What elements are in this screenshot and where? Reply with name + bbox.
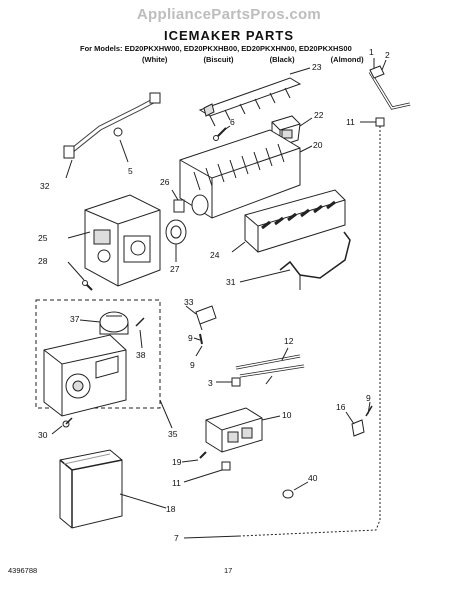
callout-33[interactable]: 33 bbox=[184, 297, 194, 307]
callout-9-b[interactable]: 9 bbox=[190, 360, 195, 370]
callout-7[interactable]: 7 bbox=[174, 533, 179, 543]
leader-5 bbox=[119, 139, 129, 163]
part-35-module-kit-outline[interactable] bbox=[35, 299, 161, 409]
leader-16 bbox=[345, 411, 355, 425]
document-number: 4396788 bbox=[8, 566, 38, 575]
part-24-bracket[interactable] bbox=[244, 189, 346, 253]
page-number: 17 bbox=[224, 566, 233, 575]
part-32-wire-harness[interactable] bbox=[63, 92, 161, 159]
part-25-control-housing[interactable] bbox=[84, 194, 161, 287]
leader-22 bbox=[299, 117, 313, 127]
leader-6 bbox=[223, 125, 231, 131]
callout-18[interactable]: 18 bbox=[166, 504, 176, 514]
callout-28[interactable]: 28 bbox=[38, 256, 48, 266]
part-40-grommet[interactable] bbox=[282, 489, 294, 499]
leader-24 bbox=[231, 241, 246, 253]
part-11-nut-upper[interactable] bbox=[375, 117, 385, 127]
part-19-screw[interactable] bbox=[199, 451, 207, 459]
part-2-clamp[interactable] bbox=[369, 65, 385, 79]
part-9-screw-a[interactable] bbox=[199, 333, 203, 345]
callout-12[interactable]: 12 bbox=[284, 336, 294, 346]
leader-2 bbox=[381, 59, 387, 71]
leader-33 bbox=[185, 305, 197, 315]
color-list: (White) (Biscuit) (Black) (Almond) bbox=[142, 55, 364, 64]
leader-5b bbox=[265, 375, 273, 385]
leader-12 bbox=[281, 347, 289, 361]
leader-18 bbox=[119, 493, 167, 509]
leader-26 bbox=[171, 189, 179, 201]
callout-27[interactable]: 27 bbox=[170, 264, 180, 274]
part-18-ice-bucket[interactable] bbox=[59, 449, 123, 529]
leader-9c bbox=[367, 401, 371, 415]
callout-24[interactable]: 24 bbox=[210, 250, 220, 260]
callout-20[interactable]: 20 bbox=[313, 140, 323, 150]
part-31-shutoff-arm[interactable] bbox=[279, 231, 351, 290]
callout-38[interactable]: 38 bbox=[136, 350, 146, 360]
part-26-coupling[interactable] bbox=[173, 199, 185, 213]
leader-32 bbox=[65, 159, 73, 179]
callout-30[interactable]: 30 bbox=[38, 430, 48, 440]
part-37-motor[interactable] bbox=[99, 311, 129, 335]
callout-31[interactable]: 31 bbox=[226, 277, 236, 287]
leader-23 bbox=[289, 67, 311, 75]
callout-1[interactable]: 1 bbox=[369, 47, 374, 57]
model-list: For Models: ED20PKXHW00, ED20PKXHB00, ED… bbox=[80, 44, 352, 53]
callout-numbers: 1 2 3 5 6 7 9 9 9 10 11 11 12 16 18 19 2… bbox=[38, 47, 390, 543]
leader-11b bbox=[183, 469, 223, 483]
callout-40[interactable]: 40 bbox=[308, 473, 318, 483]
callout-25[interactable]: 25 bbox=[38, 233, 48, 243]
part-28-screw[interactable] bbox=[82, 280, 93, 291]
callout-11-b[interactable]: 11 bbox=[172, 478, 181, 488]
leader-10 bbox=[261, 415, 281, 421]
callout-32[interactable]: 32 bbox=[40, 181, 50, 191]
leader-30 bbox=[51, 425, 63, 435]
callout-19[interactable]: 19 bbox=[172, 457, 182, 467]
callout-11-a[interactable]: 11 bbox=[346, 117, 355, 127]
callout-5[interactable]: 5 bbox=[128, 166, 133, 176]
part-23-ice-ejector[interactable] bbox=[198, 77, 302, 127]
callout-35[interactable]: 35 bbox=[168, 429, 178, 439]
part-33-clip[interactable] bbox=[195, 305, 217, 331]
callout-9-a[interactable]: 9 bbox=[188, 333, 193, 343]
leader-38 bbox=[139, 329, 143, 349]
part-1-fill-tube[interactable] bbox=[368, 71, 411, 110]
part-38-screw[interactable] bbox=[135, 317, 145, 327]
leader-19 bbox=[181, 459, 199, 463]
leader-28 bbox=[67, 261, 85, 281]
diagram-title: ICEMAKER PARTS bbox=[163, 28, 295, 43]
site-watermark: AppliancePartsPros.com bbox=[136, 6, 322, 23]
leader-35 bbox=[159, 399, 173, 429]
callout-6[interactable]: 6 bbox=[230, 117, 235, 127]
part-20-ice-mold[interactable] bbox=[179, 129, 301, 219]
callout-23[interactable]: 23 bbox=[312, 62, 322, 72]
leader-40 bbox=[293, 481, 309, 491]
leader-31 bbox=[239, 269, 291, 283]
callout-3[interactable]: 3 bbox=[208, 378, 213, 388]
callout-26[interactable]: 26 bbox=[160, 177, 170, 187]
callout-9-c[interactable]: 9 bbox=[366, 393, 371, 403]
part-30-screw[interactable] bbox=[62, 417, 73, 428]
callout-2[interactable]: 2 bbox=[385, 50, 390, 60]
part-27-gear[interactable] bbox=[165, 219, 187, 245]
leader-9b bbox=[195, 345, 203, 357]
part-10-water-valve[interactable] bbox=[205, 407, 263, 453]
part-35-module-plate[interactable] bbox=[43, 334, 127, 417]
part-3-nut[interactable] bbox=[231, 377, 241, 387]
leader-37 bbox=[79, 319, 101, 323]
part-16-clamp[interactable] bbox=[351, 419, 365, 437]
callout-16[interactable]: 16 bbox=[336, 402, 346, 412]
part-7-water-tube[interactable] bbox=[183, 118, 381, 539]
part-11-nut-lower[interactable] bbox=[221, 461, 231, 471]
callout-22[interactable]: 22 bbox=[314, 110, 324, 120]
part-12-tube[interactable] bbox=[235, 354, 305, 378]
leader-9a bbox=[193, 337, 201, 341]
callout-10[interactable]: 10 bbox=[282, 410, 292, 420]
leader-20 bbox=[299, 145, 313, 153]
leader-25 bbox=[67, 231, 91, 239]
callout-37[interactable]: 37 bbox=[70, 314, 80, 324]
